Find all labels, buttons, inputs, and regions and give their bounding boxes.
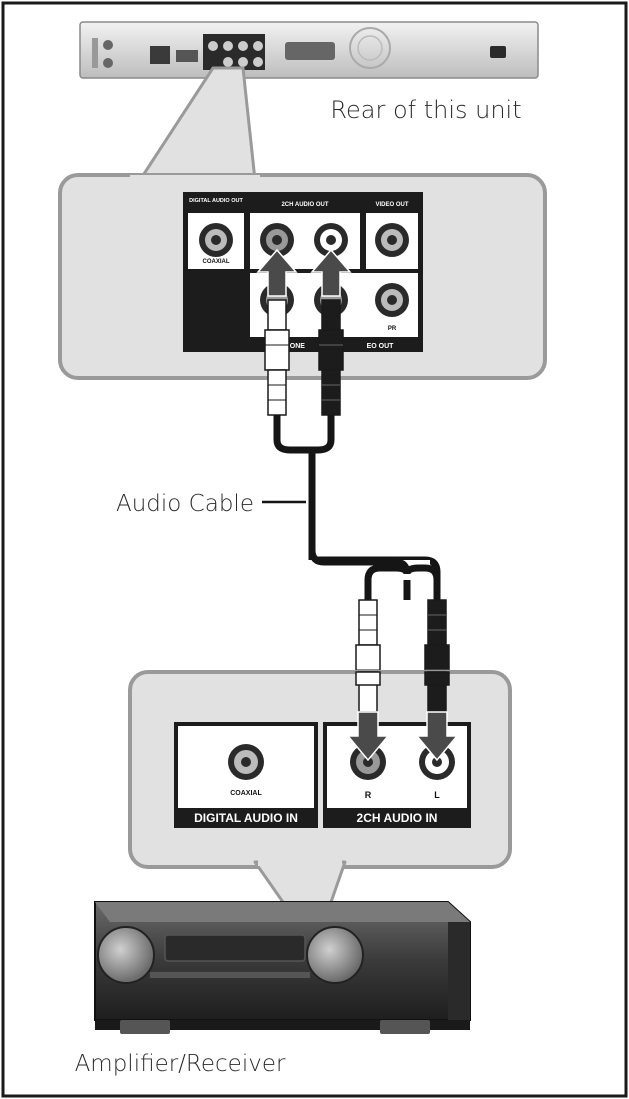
component-video-out-label-left: PONE bbox=[285, 343, 305, 350]
power-inlet-icon bbox=[490, 46, 506, 58]
lan-port-icon bbox=[150, 46, 170, 64]
player-rear-panel bbox=[79, 21, 539, 79]
arrow-down-l-icon bbox=[415, 711, 459, 762]
hdmi-port-icon bbox=[176, 50, 198, 62]
audio-cable-label: Audio Cable bbox=[116, 491, 254, 517]
video-out-label: VIDEO OUT bbox=[375, 202, 408, 208]
audio-cable-branch-top bbox=[312, 415, 335, 454]
display-window bbox=[164, 934, 306, 962]
upper-rca-plug-white bbox=[264, 299, 290, 416]
amplifier-receiver-illustration bbox=[94, 901, 471, 1034]
pr-label: PR bbox=[388, 326, 397, 332]
left-knob-icon bbox=[97, 926, 155, 984]
coaxial-out-label: COAXIAL bbox=[203, 259, 230, 265]
scart-port-icon bbox=[285, 42, 335, 60]
amplifier-receiver-label: Amplifier/Receiver bbox=[75, 1051, 286, 1077]
upper-rca-plug-black bbox=[318, 299, 344, 416]
right-knob-icon bbox=[306, 926, 364, 984]
unit-jack-panel: DIGITAL AUDIO OUT 2CH AUDIO OUT VIDEO OU… bbox=[183, 192, 423, 352]
fan-vent-icon bbox=[349, 27, 391, 69]
arrow-down-r-icon bbox=[346, 711, 390, 762]
audio-in-2ch-label: 2CH AUDIO IN bbox=[357, 811, 438, 825]
amp-2ch-panel: R L 2CH AUDIO IN bbox=[323, 722, 471, 828]
digital-audio-out-label: DIGITAL AUDIO OUT bbox=[189, 198, 243, 204]
arrow-up-left-channel-icon bbox=[310, 248, 352, 297]
l-label: L bbox=[434, 790, 440, 800]
audio-out-2ch-label: 2CH AUDIO OUT bbox=[281, 202, 328, 208]
amp-digital-panel: COAXIAL DIGITAL AUDIO IN bbox=[174, 722, 318, 828]
digital-audio-in-label: DIGITAL AUDIO IN bbox=[194, 811, 298, 825]
coaxial-in-label: COAXIAL bbox=[230, 790, 262, 797]
component-video-out-label-right: EO OUT bbox=[367, 343, 395, 350]
r-label: R bbox=[365, 790, 372, 800]
rear-of-unit-label: Rear of this unit bbox=[330, 96, 521, 124]
arrow-up-right-channel-icon bbox=[256, 248, 298, 297]
